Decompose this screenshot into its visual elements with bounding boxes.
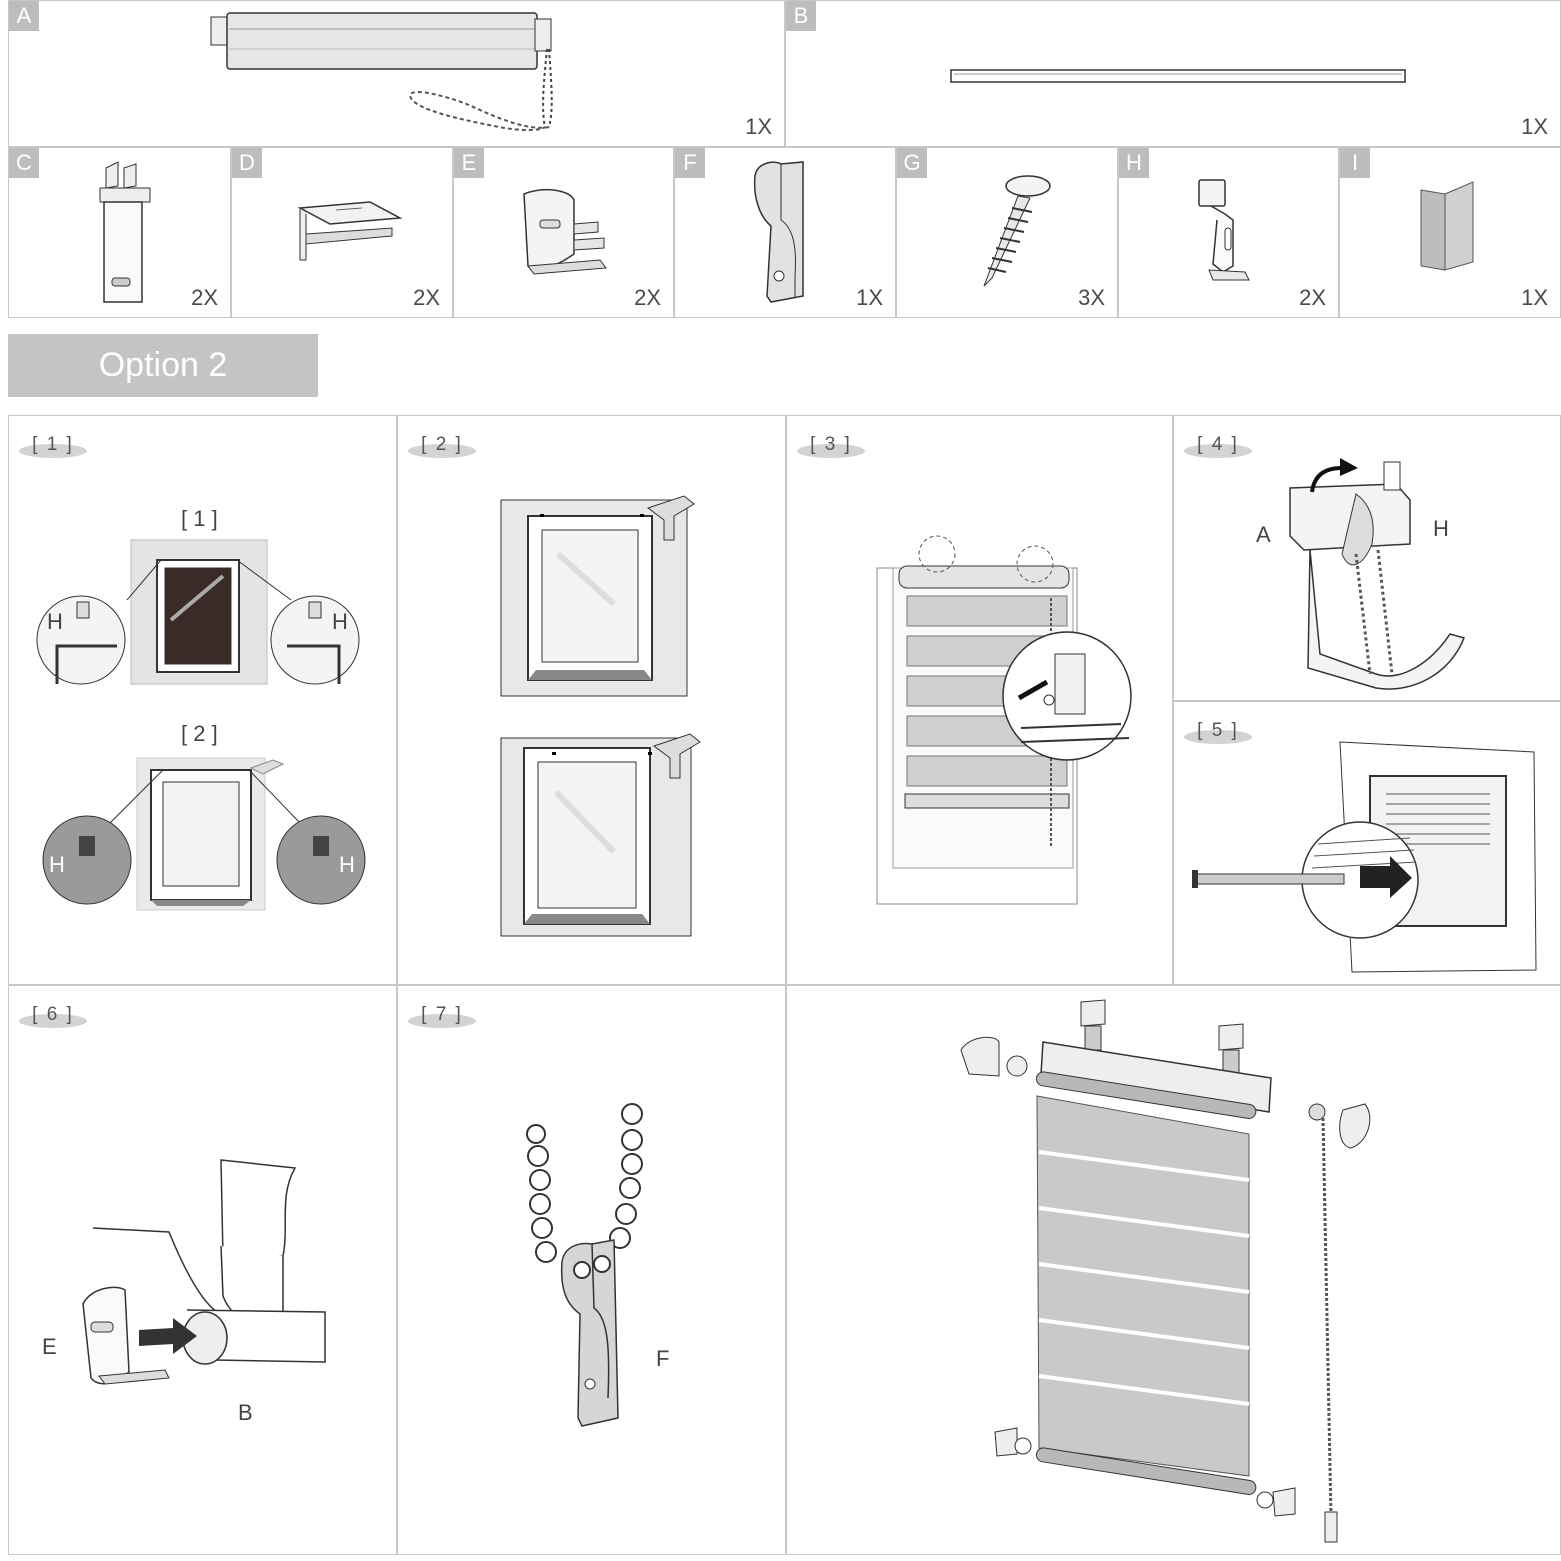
roller-blind-headrail-illustration <box>210 12 553 131</box>
step-number: [ 5 ] <box>1197 720 1239 741</box>
step-panel-4: [ 4 ] A H <box>1173 415 1561 701</box>
part-letter: A <box>9 1 39 31</box>
drilling-window-face-illustration <box>500 733 701 937</box>
part-panel-d: D 2X <box>231 147 453 318</box>
attach-chain-guide-illustration <box>526 1103 643 1427</box>
step-number: [ 1 ] <box>32 434 74 455</box>
part-panel-c: C 2X <box>8 147 231 318</box>
step-badge: [ 5 ] <box>1184 720 1252 746</box>
insert-bottom-bar-illustration <box>1192 741 1537 973</box>
step-number: [ 3 ] <box>810 434 852 455</box>
step-panel-7: [ 7 ] F <box>397 985 786 1555</box>
window-face-bracket-positions-illustration <box>42 757 366 911</box>
part-letter: G <box>897 148 927 178</box>
part-panel-a: A 1X <box>8 0 785 147</box>
step-badge: [ 4 ] <box>1184 434 1252 460</box>
bracket-c-illustration <box>99 161 151 303</box>
step-badge-ellipse <box>408 444 476 458</box>
substep-label-1: [ 1 ] <box>181 506 218 531</box>
drilling-window-recess-illustration <box>500 495 695 697</box>
step-number: [ 4 ] <box>1197 434 1239 455</box>
part-f-callout: F <box>656 1346 670 1371</box>
part-panel-i: I 1X <box>1339 147 1561 318</box>
part-letter: I <box>1340 148 1370 178</box>
option-banner: Option 2 <box>8 334 318 397</box>
chain-guide-f-illustration <box>753 161 804 303</box>
part-quantity: 1X <box>1521 114 1548 139</box>
part-a-callout: A <box>1256 522 1271 547</box>
part-panel-g: G 3X <box>896 147 1118 318</box>
exploded-assembly-illustration <box>960 999 1371 1543</box>
part-panel-h: H 2X <box>1118 147 1339 318</box>
part-quantity: 1X <box>1521 285 1548 310</box>
part-quantity: 1X <box>745 114 772 139</box>
insert-end-cap-into-bottom-bar-illustration <box>82 1159 326 1385</box>
part-letter: E <box>454 148 484 178</box>
part-e-callout: E <box>42 1334 57 1359</box>
part-quantity: 2X <box>634 285 661 310</box>
part-letter: H <box>1119 148 1149 178</box>
step-panel-2: [ 2 ] <box>397 415 786 985</box>
part-h-callout: H <box>1433 516 1449 541</box>
step-badge-ellipse <box>19 444 87 458</box>
end-cap-e-illustration <box>523 188 607 275</box>
part-quantity: 1X <box>856 285 883 310</box>
bracket-h-callout: H <box>47 609 63 634</box>
substep-label-2: [ 2 ] <box>181 721 218 746</box>
part-letter: B <box>786 1 816 31</box>
bracket-d-illustration <box>297 201 403 261</box>
part-panel-f: F 1X <box>674 147 896 318</box>
bracket-h-callout: H <box>332 609 348 634</box>
part-quantity: 2X <box>191 285 218 310</box>
step-number: [ 2 ] <box>421 434 463 455</box>
step-number: [ 6 ] <box>32 1004 74 1025</box>
part-quantity: 2X <box>413 285 440 310</box>
step-badge-ellipse <box>1184 730 1252 744</box>
window-recess-bracket-positions-illustration <box>36 539 360 685</box>
step-badge-ellipse <box>797 444 865 458</box>
part-letter: C <box>9 148 39 178</box>
bracket-h-callout: H <box>339 852 355 877</box>
step-number: [ 7 ] <box>421 1004 463 1025</box>
exploded-view-panel <box>786 985 1561 1555</box>
bracket-h-callout: H <box>49 852 65 877</box>
bracket-h-illustration <box>1198 179 1250 281</box>
step-panel-3: [ 3 ] <box>786 415 1173 985</box>
step-badge: [ 2 ] <box>408 434 476 460</box>
step-badge-ellipse <box>1184 444 1252 458</box>
clip-headrail-to-bracket-illustration <box>1289 458 1465 690</box>
step-panel-6: [ 6 ] E B <box>8 985 397 1555</box>
step-badge: [ 1 ] <box>19 434 87 460</box>
step-badge: [ 3 ] <box>797 434 865 460</box>
step-badge: [ 7 ] <box>408 1004 476 1030</box>
screw-g-illustration <box>983 175 1051 287</box>
part-panel-b: B 1X <box>785 0 1561 147</box>
connector-i-illustration <box>1420 181 1474 271</box>
step-badge-ellipse <box>19 1014 87 1028</box>
part-panel-e: E 2X <box>453 147 674 318</box>
hang-blind-on-brackets-illustration <box>876 535 1132 905</box>
step-badge-ellipse <box>408 1014 476 1028</box>
step-badge: [ 6 ] <box>19 1004 87 1030</box>
step-panel-1: [ 1 ] [ 1 ] H H [ 2 ] H H <box>8 415 397 985</box>
bottom-bar-illustration <box>950 69 1406 83</box>
part-quantity: 3X <box>1078 285 1105 310</box>
part-b-callout: B <box>238 1400 253 1425</box>
step-panel-5: [ 5 ] <box>1173 701 1561 985</box>
part-letter: F <box>675 148 705 178</box>
part-quantity: 2X <box>1299 285 1326 310</box>
part-letter: D <box>232 148 262 178</box>
